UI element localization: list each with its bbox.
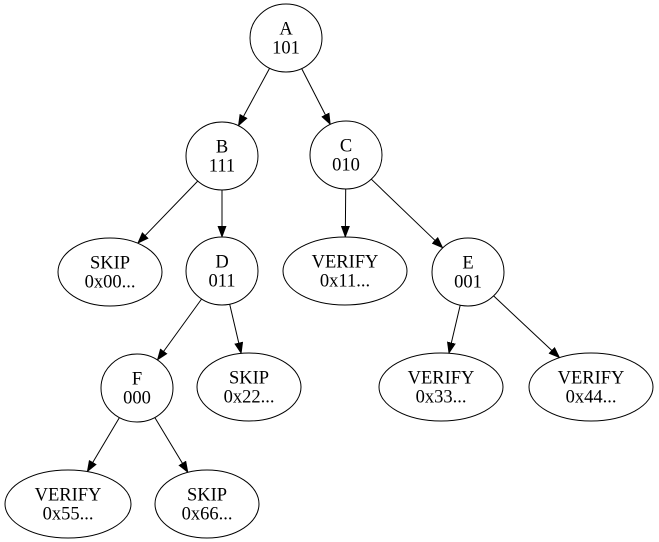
node-circle (249, 3, 323, 73)
node-value: 010 (332, 156, 360, 176)
node-value: 000 (123, 389, 151, 409)
node-VERIFY-0x55: VERIFY0x55... (4, 469, 132, 539)
node-ellipse (282, 236, 408, 306)
edge-D-to-SKIP-0x22 (229, 304, 244, 355)
node-label: E (462, 254, 473, 274)
node-circle (185, 236, 259, 306)
node-ellipse (378, 352, 504, 422)
node-circle (309, 120, 383, 190)
node-label: C (340, 137, 352, 157)
node-ellipse (528, 352, 654, 422)
node-value: 111 (209, 157, 235, 177)
node-ellipse (57, 237, 163, 307)
node-label: B (216, 138, 228, 158)
edge-E-to-VERIFY-0x33 (447, 305, 461, 355)
node-layer: A101B111C010SKIP0x00...D011VERIFY0x11...… (4, 3, 654, 539)
node-label: SKIP (187, 486, 227, 506)
node-value: 0x00... (85, 273, 136, 293)
node-circle (431, 237, 505, 307)
edge-F-to-VERIFY-0x55 (86, 417, 120, 473)
node-value: 001 (454, 273, 482, 293)
edge-A-to-C (301, 68, 331, 126)
node-label: D (215, 253, 228, 273)
node-ellipse (4, 469, 132, 539)
node-value: 0x66... (182, 505, 233, 525)
node-SKIP-0x66: SKIP0x66... (154, 469, 260, 539)
node-value: 011 (208, 272, 235, 292)
node-VERIFY-0x11: VERIFY0x11... (282, 236, 408, 306)
node-circle (100, 353, 174, 423)
node-label: VERIFY (408, 369, 475, 389)
node-label: VERIFY (558, 369, 625, 389)
edge-D-to-F (156, 298, 203, 361)
node-label: VERIFY (312, 253, 379, 273)
node-label: SKIP (229, 369, 269, 389)
node-value: 0x33... (416, 388, 467, 408)
edge-F-to-SKIP-0x66 (154, 417, 189, 474)
node-value: 0x55... (43, 505, 94, 525)
node-SKIP-0x22: SKIP0x22... (196, 352, 302, 422)
node-value: 0x11... (320, 272, 370, 292)
node-value: 0x22... (224, 388, 275, 408)
node-label: F (132, 370, 142, 390)
node-VERIFY-0x44: VERIFY0x44... (528, 352, 654, 422)
edge-E-to-VERIFY-0x44 (493, 295, 561, 359)
edge-B-to-SKIP-0x00 (137, 180, 199, 244)
edge-C-to-E (370, 178, 444, 249)
node-label: VERIFY (35, 486, 102, 506)
node-label: SKIP (90, 254, 130, 274)
node-ellipse (154, 469, 260, 539)
node-SKIP-0x00: SKIP0x00... (57, 237, 163, 307)
node-VERIFY-0x33: VERIFY0x33... (378, 352, 504, 422)
edge-A-to-B (237, 68, 271, 127)
node-label: A (279, 20, 293, 40)
node-value: 0x44... (566, 388, 617, 408)
node-ellipse (196, 352, 302, 422)
edge-layer (86, 68, 561, 474)
node-circle (185, 121, 259, 191)
node-value: 101 (272, 39, 300, 59)
